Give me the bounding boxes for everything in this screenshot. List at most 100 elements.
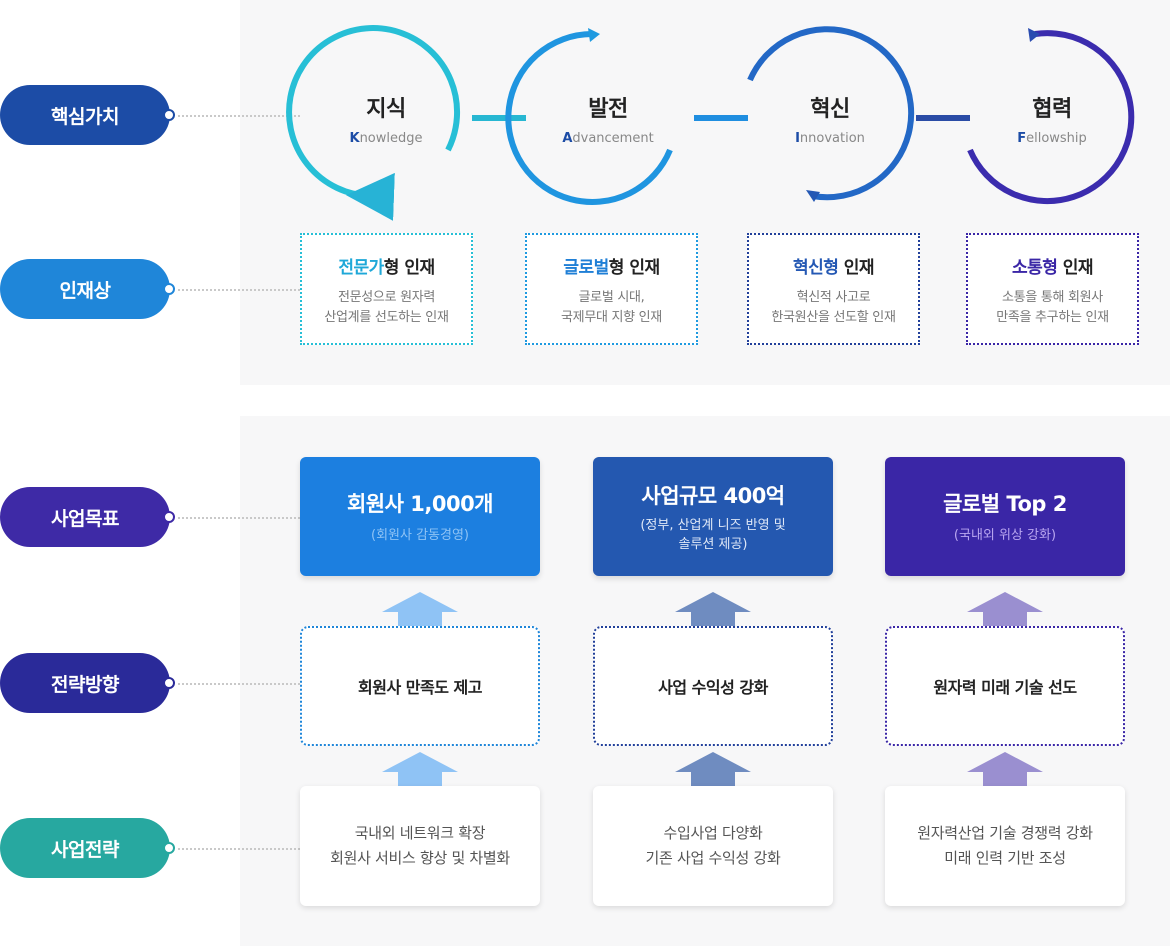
goal-sub-line: (정부, 산업계 니즈 반영 및 <box>640 517 786 533</box>
goal-title: 회원사 1,000개 <box>346 492 494 516</box>
goal-sub: (국내외 위상 강화) <box>885 526 1125 545</box>
talent-suffix: 형 인재 <box>608 258 660 278</box>
value-title: 발전 <box>588 96 628 122</box>
talent-desc-line: 한국원산을 선도할 인재 <box>771 310 896 325</box>
connector-dot <box>163 842 175 854</box>
direction-text: 사업 수익성 강화 <box>658 678 768 697</box>
direction-satisfaction: 회원사 만족도 제고 <box>300 626 540 746</box>
connector-line <box>178 115 300 117</box>
talent-highlight: 글로벌 <box>563 258 609 278</box>
talent-label-text: 인재상 <box>59 279 111 302</box>
connector-dot <box>163 511 175 523</box>
value-innovation: 혁신 Innovation <box>740 28 920 208</box>
talent-desc-line: 글로벌 시대, <box>578 290 645 305</box>
goal-members: 회원사 1,000개 (회원사 감동경영) <box>300 457 540 576</box>
talent-suffix: 인재 <box>838 258 875 278</box>
value-initial: I <box>795 130 800 146</box>
direction-technology: 원자력 미래 기술 선도 <box>885 626 1125 746</box>
value-text: 발전 Advancement <box>518 28 698 208</box>
direction-text: 회원사 만족도 제고 <box>358 678 482 697</box>
up-arrow <box>675 752 751 786</box>
biz-strategy-label-text: 사업전략 <box>51 838 119 861</box>
core-values-label-text: 핵심가치 <box>51 105 119 128</box>
value-rest: nowledge <box>359 130 423 146</box>
value-text: 혁신 Innovation <box>740 28 920 208</box>
goal-title: 글로벌 Top 2 <box>943 492 1067 516</box>
ring-arrowhead <box>1028 28 1040 42</box>
direction-text: 원자력 미래 기술 선도 <box>933 678 1077 697</box>
up-arrow <box>675 592 751 626</box>
talent-suffix: 형 인재 <box>383 258 435 278</box>
value-title: 협력 <box>1032 96 1072 122</box>
ring-fellowship <box>967 30 1135 205</box>
value-subtitle: Fellowship <box>1017 131 1087 146</box>
talent-desc-line: 국제무대 지향 인재 <box>561 310 662 325</box>
strategy-line: 수입사업 다양화 <box>663 824 763 842</box>
talent-highlight: 소통형 <box>1011 258 1058 278</box>
talent-suffix: 인재 <box>1057 258 1094 278</box>
strategy-revenue: 수입사업 다양화 기존 사업 수익성 강화 <box>593 786 833 906</box>
connector-dot <box>163 109 175 121</box>
connector-line <box>178 848 300 850</box>
ring-arrowhead <box>806 190 820 202</box>
strategy-direction-label-text: 전략방향 <box>51 673 119 696</box>
connector-line <box>178 289 300 291</box>
talent-desc: 글로벌 시대, 국제무대 지향 인재 <box>527 288 696 328</box>
strategy-line: 국내외 네트워크 확장 <box>354 824 486 842</box>
value-advancement: 발전 Advancement <box>518 28 698 208</box>
value-title: 혁신 <box>810 96 850 122</box>
goal-sub-line: (국내외 위상 강화) <box>953 528 1057 543</box>
ring-innovation <box>747 26 915 201</box>
strategy-direction-label: 전략방향 <box>0 653 175 713</box>
ring-arrowhead <box>588 28 600 42</box>
goal-sub-line: (회원사 감동경영) <box>371 528 469 543</box>
up-arrow <box>382 752 458 786</box>
talent-global: 글로벌형 인재 글로벌 시대, 국제무대 지향 인재 <box>525 233 698 345</box>
talent-highlight: 전문가 <box>338 258 384 278</box>
connector-line <box>178 683 300 685</box>
up-arrow <box>382 592 458 626</box>
value-rest: dvancement <box>572 130 654 146</box>
talent-title: 전문가형 인재 <box>302 253 471 278</box>
connector-line <box>178 517 300 519</box>
talent-desc-line: 산업계를 선도하는 인재 <box>324 310 449 325</box>
value-text: 지식 Knowledge <box>296 28 476 208</box>
up-arrow <box>967 592 1043 626</box>
strategy-network: 국내외 네트워크 확장 회원사 서비스 향상 및 차별화 <box>300 786 540 906</box>
strategy-line: 회원사 서비스 향상 및 차별화 <box>330 849 510 867</box>
strategy-technology: 원자력산업 기술 경쟁력 강화 미래 인력 기반 조성 <box>885 786 1125 906</box>
talent-title: 소통형 인재 <box>968 253 1137 278</box>
goal-sub-line: 솔루션 제공) <box>678 536 748 552</box>
value-initial: A <box>562 130 573 146</box>
talent-highlight: 혁신형 <box>792 258 839 278</box>
biz-goal-label-text: 사업목표 <box>51 507 119 530</box>
strategy-line: 기존 사업 수익성 강화 <box>645 849 781 867</box>
value-text: 협력 Fellowship <box>962 28 1142 208</box>
ring-knowledge <box>286 25 461 221</box>
value-subtitle: Innovation <box>795 131 865 146</box>
biz-strategy-label: 사업전략 <box>0 818 175 878</box>
talent-desc-line: 소통을 통해 회원사 <box>1002 290 1103 305</box>
value-initial: K <box>349 130 360 146</box>
value-title: 지식 <box>366 96 406 122</box>
value-rest: ellowship <box>1026 130 1087 146</box>
talent-label: 인재상 <box>0 259 175 319</box>
value-subtitle: Advancement <box>562 131 653 146</box>
talent-desc-line: 혁신적 사고로 <box>796 290 871 305</box>
core-values-label: 핵심가치 <box>0 85 175 145</box>
ring-advancement <box>505 31 673 205</box>
talent-title: 혁신형 인재 <box>749 253 918 278</box>
value-subtitle: Knowledge <box>349 131 422 146</box>
connector-dot <box>163 283 175 295</box>
talent-desc-line: 전문성으로 원자력 <box>337 290 436 305</box>
value-initial: F <box>1017 130 1027 146</box>
goal-global: 글로벌 Top 2 (국내외 위상 강화) <box>885 457 1125 576</box>
value-fellowship: 협력 Fellowship <box>962 28 1142 208</box>
